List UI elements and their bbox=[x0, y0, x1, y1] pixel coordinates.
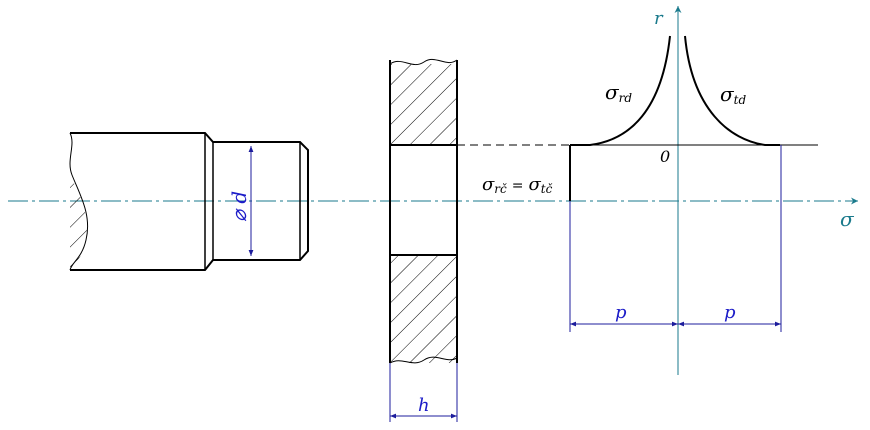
stress-diagram bbox=[569, 35, 818, 201]
hub bbox=[389, 58, 458, 364]
sigma-equality-label: σrč=σtč bbox=[482, 174, 553, 196]
shaft-break-line bbox=[69, 132, 89, 271]
shaft-break-hatch bbox=[70, 175, 87, 270]
sigma-rd-label: σrd bbox=[605, 80, 632, 105]
p-left-label: p bbox=[615, 302, 627, 323]
sigma-td-curve bbox=[684, 35, 780, 146]
sigma-rd-curve bbox=[570, 35, 671, 146]
diameter-label: ⌀ d bbox=[227, 191, 251, 222]
h-label: h bbox=[418, 395, 430, 416]
shaft bbox=[69, 132, 309, 271]
sigma-axis-label: σ bbox=[840, 207, 855, 231]
shaft-outline bbox=[70, 132, 309, 271]
sigma-td-label: σtd bbox=[720, 82, 746, 107]
origin-label: 0 bbox=[660, 147, 670, 166]
p-right-label: p bbox=[724, 302, 736, 323]
r-axis-label: r bbox=[654, 8, 664, 29]
